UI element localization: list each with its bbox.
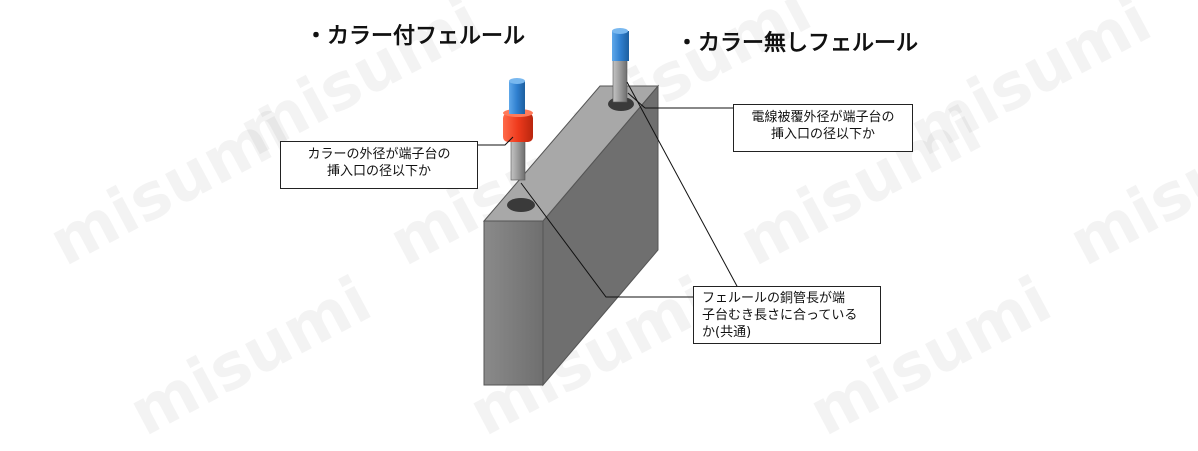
leader-line-tube-left bbox=[520, 182, 693, 298]
callout-line: 子台むき長さに合っている bbox=[702, 308, 858, 323]
title-non-collared-ferrule: ・カラー無しフェルール bbox=[676, 31, 919, 56]
insertion-hole-left bbox=[507, 198, 535, 212]
wire-insulation-right bbox=[612, 31, 629, 61]
leader-line-collar bbox=[478, 136, 514, 146]
callout-line: 挿入口の径以下か bbox=[770, 127, 875, 142]
terminal-block-illustration bbox=[478, 28, 739, 387]
copper-tube-left bbox=[510, 139, 526, 181]
copper-tube-right bbox=[612, 57, 628, 103]
callout-insulation-diameter: 電線被覆外径が端子台の 挿入口の径以下か bbox=[733, 104, 913, 152]
callout-line: 電線被覆外径が端子台の bbox=[751, 110, 895, 125]
callout-copper-tube-length: フェルールの銅管長が端 子台むき長さに合っている か(共通) bbox=[693, 286, 881, 344]
collar bbox=[503, 113, 533, 142]
callout-line: カラーの外径が端子台の bbox=[307, 147, 451, 162]
callout-collar-diameter: カラーの外径が端子台の 挿入口の径以下か bbox=[280, 141, 478, 189]
diagram-stage: misumi misumi misumi misumi misumi misum… bbox=[38, 0, 1198, 451]
terminal-block-front bbox=[483, 220, 544, 386]
wire-insulation-left bbox=[509, 81, 525, 114]
wire-top-left bbox=[509, 78, 525, 84]
callout-line: 挿入口の径以下か bbox=[326, 164, 431, 179]
wire-top-right bbox=[612, 28, 628, 34]
callout-line: フェルールの銅管長が端 bbox=[702, 291, 846, 306]
callout-line: か(共通) bbox=[702, 325, 752, 340]
leader-line-tube-right bbox=[626, 81, 739, 289]
title-collared-ferrule: ・カラー付フェルール bbox=[305, 24, 526, 49]
